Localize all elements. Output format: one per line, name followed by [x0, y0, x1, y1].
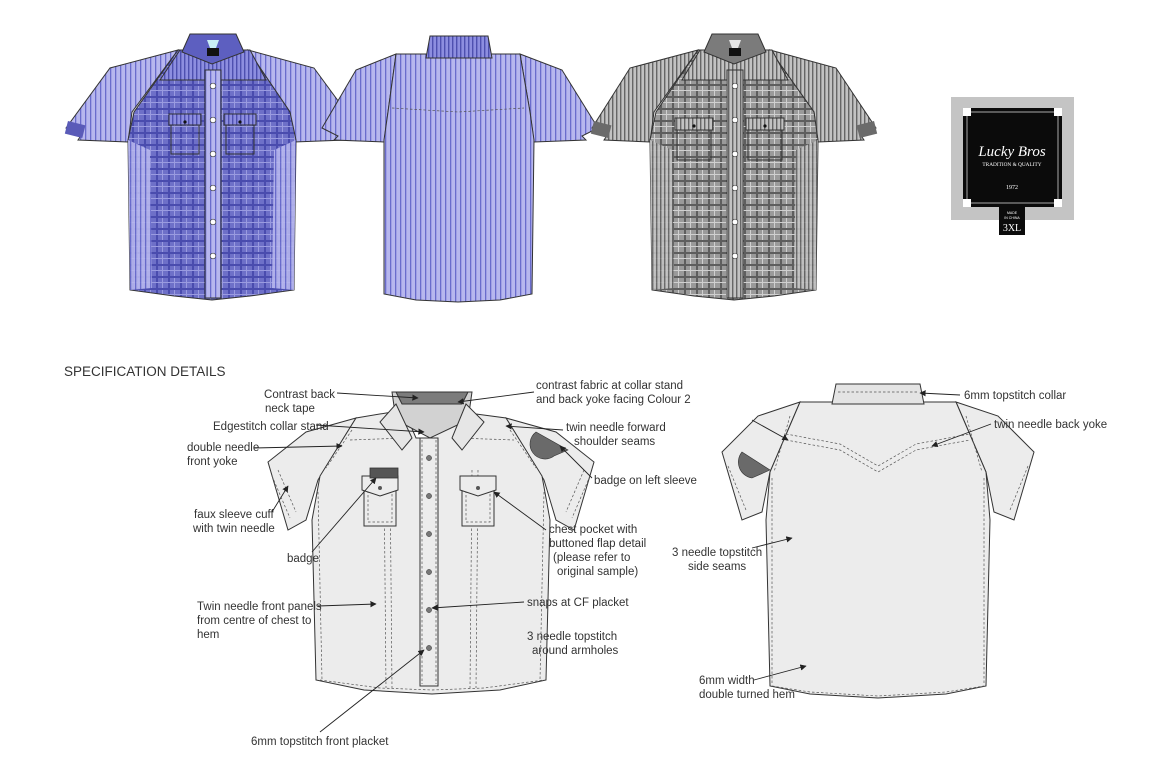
front-leader-lines: [253, 391, 593, 733]
label-size-text: 3XL: [1003, 223, 1021, 234]
callout-armholes-2: around armholes: [532, 645, 619, 657]
blue-front-shirt: [64, 33, 362, 301]
callout-hem-1: 6mm width: [699, 675, 755, 687]
callout-chest-pocket-2: buttoned flap detail: [549, 538, 646, 550]
spec-heading: SPECIFICATION DETAILS: [64, 364, 226, 379]
callout-edgestitch-collar-stand: Edgestitch collar stand: [213, 421, 329, 433]
label-made-line2: IN CHINA: [1004, 216, 1020, 220]
callout-badge: badge: [287, 553, 319, 565]
callout-badge-left-sleeve: badge on left sleeve: [594, 475, 697, 487]
callout-twin-needle-back-yoke: twin needle back yoke: [994, 419, 1107, 431]
back-callouts: 6mm topstitch collar twin needle back yo…: [672, 390, 1107, 701]
callout-twin-needle-shoulder-1: twin needle forward: [566, 422, 666, 434]
label-tagline-text: TRADITION & QUALITY: [982, 162, 1041, 168]
callout-faux-sleeve-cuff-2: with twin needle: [192, 523, 275, 535]
back-leader-lines: [751, 390, 992, 681]
back-flat-sketch: [721, 383, 1035, 699]
label-made-line1: MADE: [1007, 211, 1018, 215]
callout-snaps-cf-placket: snaps at CF placket: [527, 597, 629, 609]
front-callouts: Contrast back neck tape Edgestitch colla…: [187, 380, 697, 748]
callout-contrast-fabric-1: contrast fabric at collar stand: [536, 380, 683, 392]
callout-side-seams-2: side seams: [688, 561, 746, 573]
callout-double-needle-front-yoke-1: double needle: [187, 442, 259, 454]
callout-chest-pocket-1: chest pocket with: [549, 524, 637, 536]
callout-double-needle-front-yoke-2: front yoke: [187, 456, 238, 468]
callout-chest-pocket-3: (please refer to: [553, 552, 630, 564]
callout-twin-needle-shoulder-2: shoulder seams: [574, 436, 655, 448]
blue-back-shirt: [321, 35, 599, 303]
callout-twin-needle-panels-3: hem: [197, 629, 219, 641]
label-brand-text: Lucky Bros: [977, 144, 1046, 160]
callout-topstitch-front-placket: 6mm topstitch front placket: [251, 736, 389, 748]
grey-front-shirt: [590, 33, 878, 301]
callout-armholes-1: 3 needle topstitch: [527, 631, 617, 643]
callout-side-seams-1: 3 needle topstitch: [672, 547, 762, 559]
label-year-text: 1972: [1006, 185, 1018, 191]
callout-faux-sleeve-cuff-1: faux sleeve cuff: [194, 509, 275, 521]
callout-hem-2: double turned hem: [699, 689, 795, 701]
callout-contrast-fabric-2: and back yoke facing Colour 2: [536, 394, 691, 406]
callout-chest-pocket-4: original sample): [557, 566, 638, 578]
callout-twin-needle-panels-2: from centre of chest to: [197, 615, 311, 627]
callout-twin-needle-panels-1: Twin needle front panels: [197, 601, 322, 613]
callout-topstitch-collar: 6mm topstitch collar: [964, 390, 1066, 402]
brand-label: Lucky Bros TRADITION & QUALITY 1972 MADE…: [951, 97, 1074, 235]
callout-contrast-back-neck-tape-1: Contrast back: [264, 389, 335, 401]
callout-contrast-back-neck-tape-2: neck tape: [265, 403, 315, 415]
